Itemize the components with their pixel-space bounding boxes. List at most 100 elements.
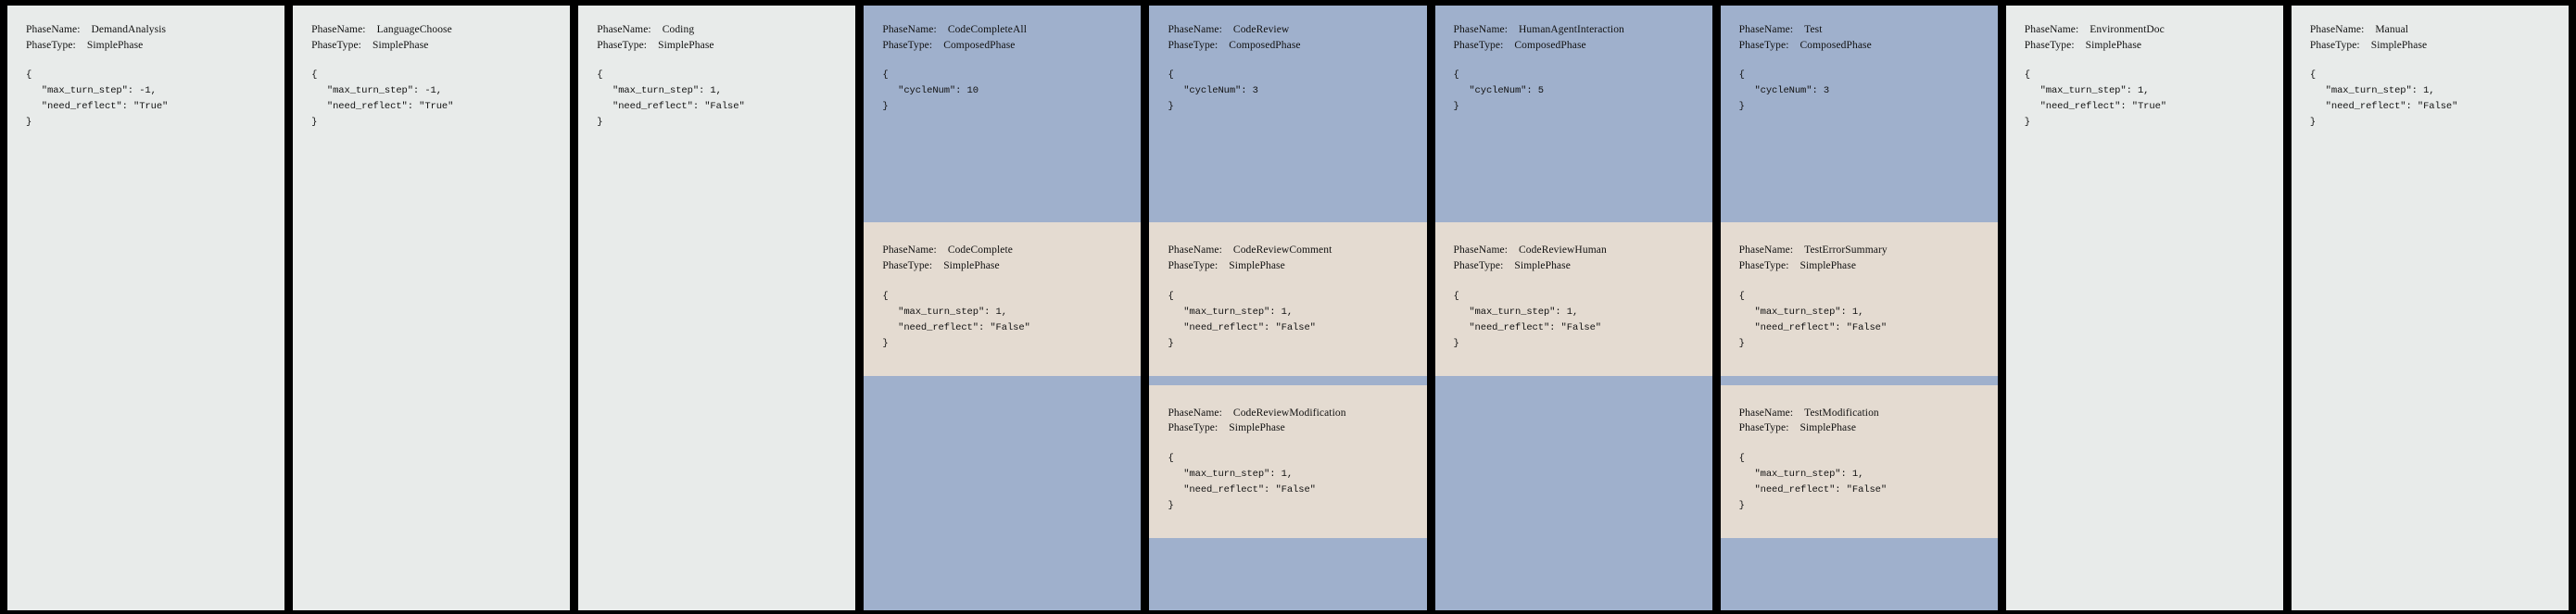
json-brace-open: { [2024,69,2030,81]
json-brace-open: { [882,290,889,302]
phase-name-row: PhaseName: CodeComplete [882,243,1122,258]
phase-type-value: SimplePhase [658,39,714,51]
phase-type-label: PhaseType: [311,39,361,51]
json-brace-close: } [597,117,603,129]
phase-name-value: CodeComplete [947,244,1014,257]
json-brace-open: { [1168,69,1174,81]
json-line-0: "cycleNum": 3 [1754,85,1830,97]
json-brace-open: { [311,69,318,81]
json-line-0: "max_turn_step": 1, [1469,306,1579,318]
phase-type-value: SimplePhase [372,39,429,51]
json-line-0: "max_turn_step": -1, [326,85,442,97]
phase-type-row: PhaseType: SimplePhase [26,38,266,54]
sub-phase-config-json: {"max_turn_step": 1,"need_reflect": "Fal… [1454,289,1694,352]
phase-name-value: Coding [662,24,695,35]
phase-type-label: PhaseType: [1738,422,1789,434]
phase-name-label: PhaseName: [1738,244,1794,257]
phase-type-row: PhaseType: SimplePhase [311,38,551,54]
json-line-0: "max_turn_step": 1, [1183,306,1294,318]
panel-filler [2292,144,2569,610]
sub-phase-config-json: { "max_turn_step": 1, "need_reflect": "Fal… [1168,289,1408,352]
phase-name-value: Manual [2375,24,2409,35]
json-line-1: "need_reflect": "False" [1183,484,1316,496]
phase-type-label: PhaseType: [1453,39,1504,51]
phase-name-label: PhaseName: [882,244,937,257]
phase-name-value: TestModification [1804,407,1879,419]
phase-type-value: SimplePhase [2085,39,2142,51]
composed-tail-spacer [1149,538,1427,610]
json-line-1: "need_reflect": "False" [898,321,1030,333]
phase-type-label: PhaseType: [597,39,648,51]
json-line-0: "max_turn_step": 1, [1754,469,1864,481]
phase-type-label: PhaseType: [1168,422,1219,434]
phase-name-row: PhaseName:TestModification [1739,406,1979,421]
json-brace-close: } [1453,337,1459,349]
phase-name-value: CodeReviewModification [1232,407,1346,419]
phase-type-value: ComposedPhase [1229,39,1301,51]
phase-type-label: PhaseType: [26,39,76,51]
json-brace-close: } [882,101,889,113]
json-line-1: "need_reflect": "True" [41,101,169,113]
json-line-0: "max_turn_step": 1, [612,85,722,97]
phase-name-label: PhaseName: [882,24,937,35]
json-line-1: "need_reflect": "False" [1183,321,1316,333]
composed-header-spacer [1149,128,1426,213]
json-brace-open: { [1168,290,1174,302]
composed-header-spacer [864,128,1141,213]
phase-name-label: PhaseName: [311,24,366,35]
phase-name-value: Test [1804,24,1823,35]
phase-type-label: PhaseType: [882,39,933,51]
sub-phase-config-json: {"max_turn_step": 1,"need_reflect": "Fal… [1168,451,1408,514]
phase-config-json: {"max_turn_step": -1,"need_reflect": "Tr… [311,68,551,131]
json-line-0: "max_turn_step": 1, [2325,85,2435,97]
phase-config-json: {"cycleNum": 10} [882,68,1122,115]
phase-type-value: SimplePhase [86,39,144,51]
phase-name-row: PhaseName:Coding [597,22,837,38]
phase-type-row: PhaseType:SimplePhase [1454,258,1694,274]
phase-type-value: SimplePhase [1799,422,1857,434]
phase-type-label: PhaseType: [1168,39,1219,51]
json-brace-open: { [1453,290,1459,302]
json-brace-open: { [882,69,889,81]
json-brace-close: } [1738,101,1745,113]
json-brace-close: } [1168,101,1174,113]
json-line-0: "max_turn_step": 1, [1754,306,1864,318]
phase-name-label: PhaseName: [26,24,81,35]
phase-type-label: PhaseType: [882,260,933,272]
phase-name-label: PhaseName: [2024,24,2079,35]
phase-type-row: PhaseType:SimplePhase [1168,420,1408,436]
json-brace-close: } [26,117,32,129]
phase-type-row: PhaseType: SimplePhase [1739,420,1979,436]
phase-type-row: PhaseType:SimplePhase [2310,38,2550,54]
json-line-1: "need_reflect": "True" [2039,101,2167,113]
phase-name-label: PhaseName: [1168,407,1222,419]
phase-config-json: {"cycleNum": 5} [1454,68,1694,115]
composed-tail-spacer [1434,375,1712,610]
